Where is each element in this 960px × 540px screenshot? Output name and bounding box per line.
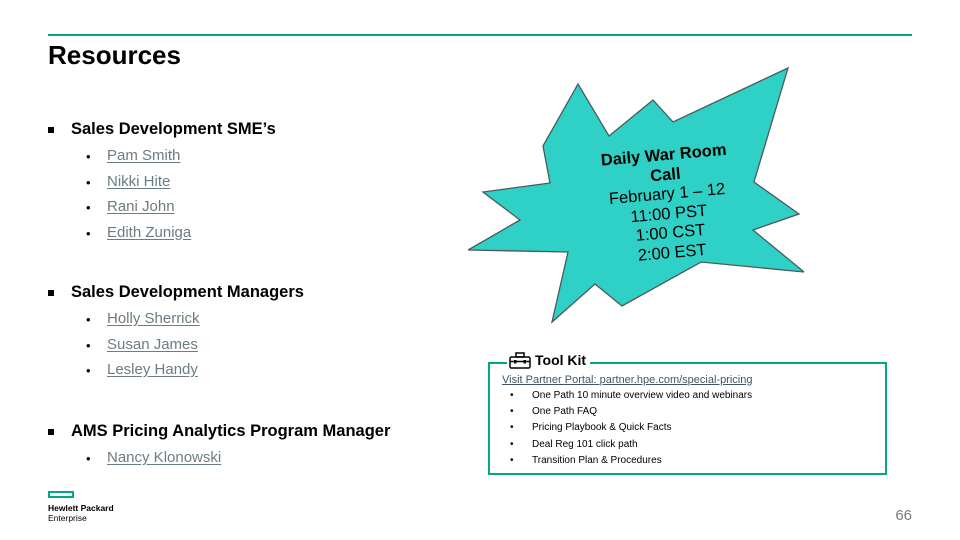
bullet-dot: • [86, 225, 91, 241]
page-number: 66 [895, 507, 912, 524]
bullet-dot: • [86, 149, 91, 164]
section-title: AMS Pricing Analytics Program Manager [71, 422, 391, 440]
bullet-dot: • [86, 174, 91, 190]
contact-link[interactable]: Susan James [107, 335, 198, 353]
contact-link[interactable]: Holly Sherrick [107, 310, 200, 327]
toolkit-item-text: One Path FAQ [532, 406, 598, 418]
hpe-logo-mark [48, 491, 74, 498]
bullet-dot: • [510, 422, 514, 434]
contact-link[interactable]: Edith Zuniga [107, 223, 192, 241]
partner-portal-link[interactable]: Visit Partner Portal: partner.hpe.com/sp… [502, 374, 753, 386]
bullet-dot: • [86, 337, 91, 353]
toolkit-box [488, 362, 887, 475]
square-bullet [48, 429, 54, 435]
square-bullet [48, 127, 54, 133]
bullet-dot: • [86, 312, 91, 327]
hpe-logo: Hewlett Packard Enterprise [48, 491, 114, 523]
section-title: Sales Development Managers [71, 283, 304, 301]
logo-line1: Hewlett Packard [48, 503, 114, 513]
toolkit-label: Tool Kit [507, 349, 591, 371]
contact-link[interactable]: Nancy Klonowski [107, 449, 222, 466]
contact-link[interactable]: Rani John [107, 198, 175, 215]
contact-link[interactable]: Lesley Handy [107, 361, 198, 378]
bullet-dot: • [86, 451, 91, 466]
toolkit-item-text: Deal Reg 101 click path [532, 438, 638, 450]
toolkit-item-text: Transition Plan & Procedures [532, 454, 662, 466]
toolkit-title: Tool Kit [535, 352, 587, 368]
square-bullet [48, 290, 54, 296]
war-room-callout: Daily War Room Call February 1 – 12 11:0… [578, 139, 758, 270]
starburst-shape [468, 66, 804, 324]
bullet-dot: • [86, 200, 91, 215]
contact-link[interactable]: Nikki Hite [107, 172, 171, 190]
starburst-callout-shape [468, 66, 804, 324]
bullet-dot: • [510, 438, 514, 450]
page-title: Resources [48, 40, 181, 70]
bullet-dot: • [510, 390, 514, 401]
bullet-dot: • [510, 454, 514, 466]
toolkit-item-text: One Path 10 minute overview video and we… [532, 390, 753, 401]
bullet-dot: • [86, 363, 91, 378]
contact-link[interactable]: Pam Smith [107, 147, 181, 164]
section-title: Sales Development SME’s [71, 120, 276, 138]
title-rule [48, 34, 912, 36]
bullet-dot: • [510, 406, 514, 418]
toolkit-item-text: Pricing Playbook & Quick Facts [532, 422, 672, 434]
toolbox-icon [509, 351, 531, 369]
logo-line2: Enterprise [48, 513, 87, 523]
